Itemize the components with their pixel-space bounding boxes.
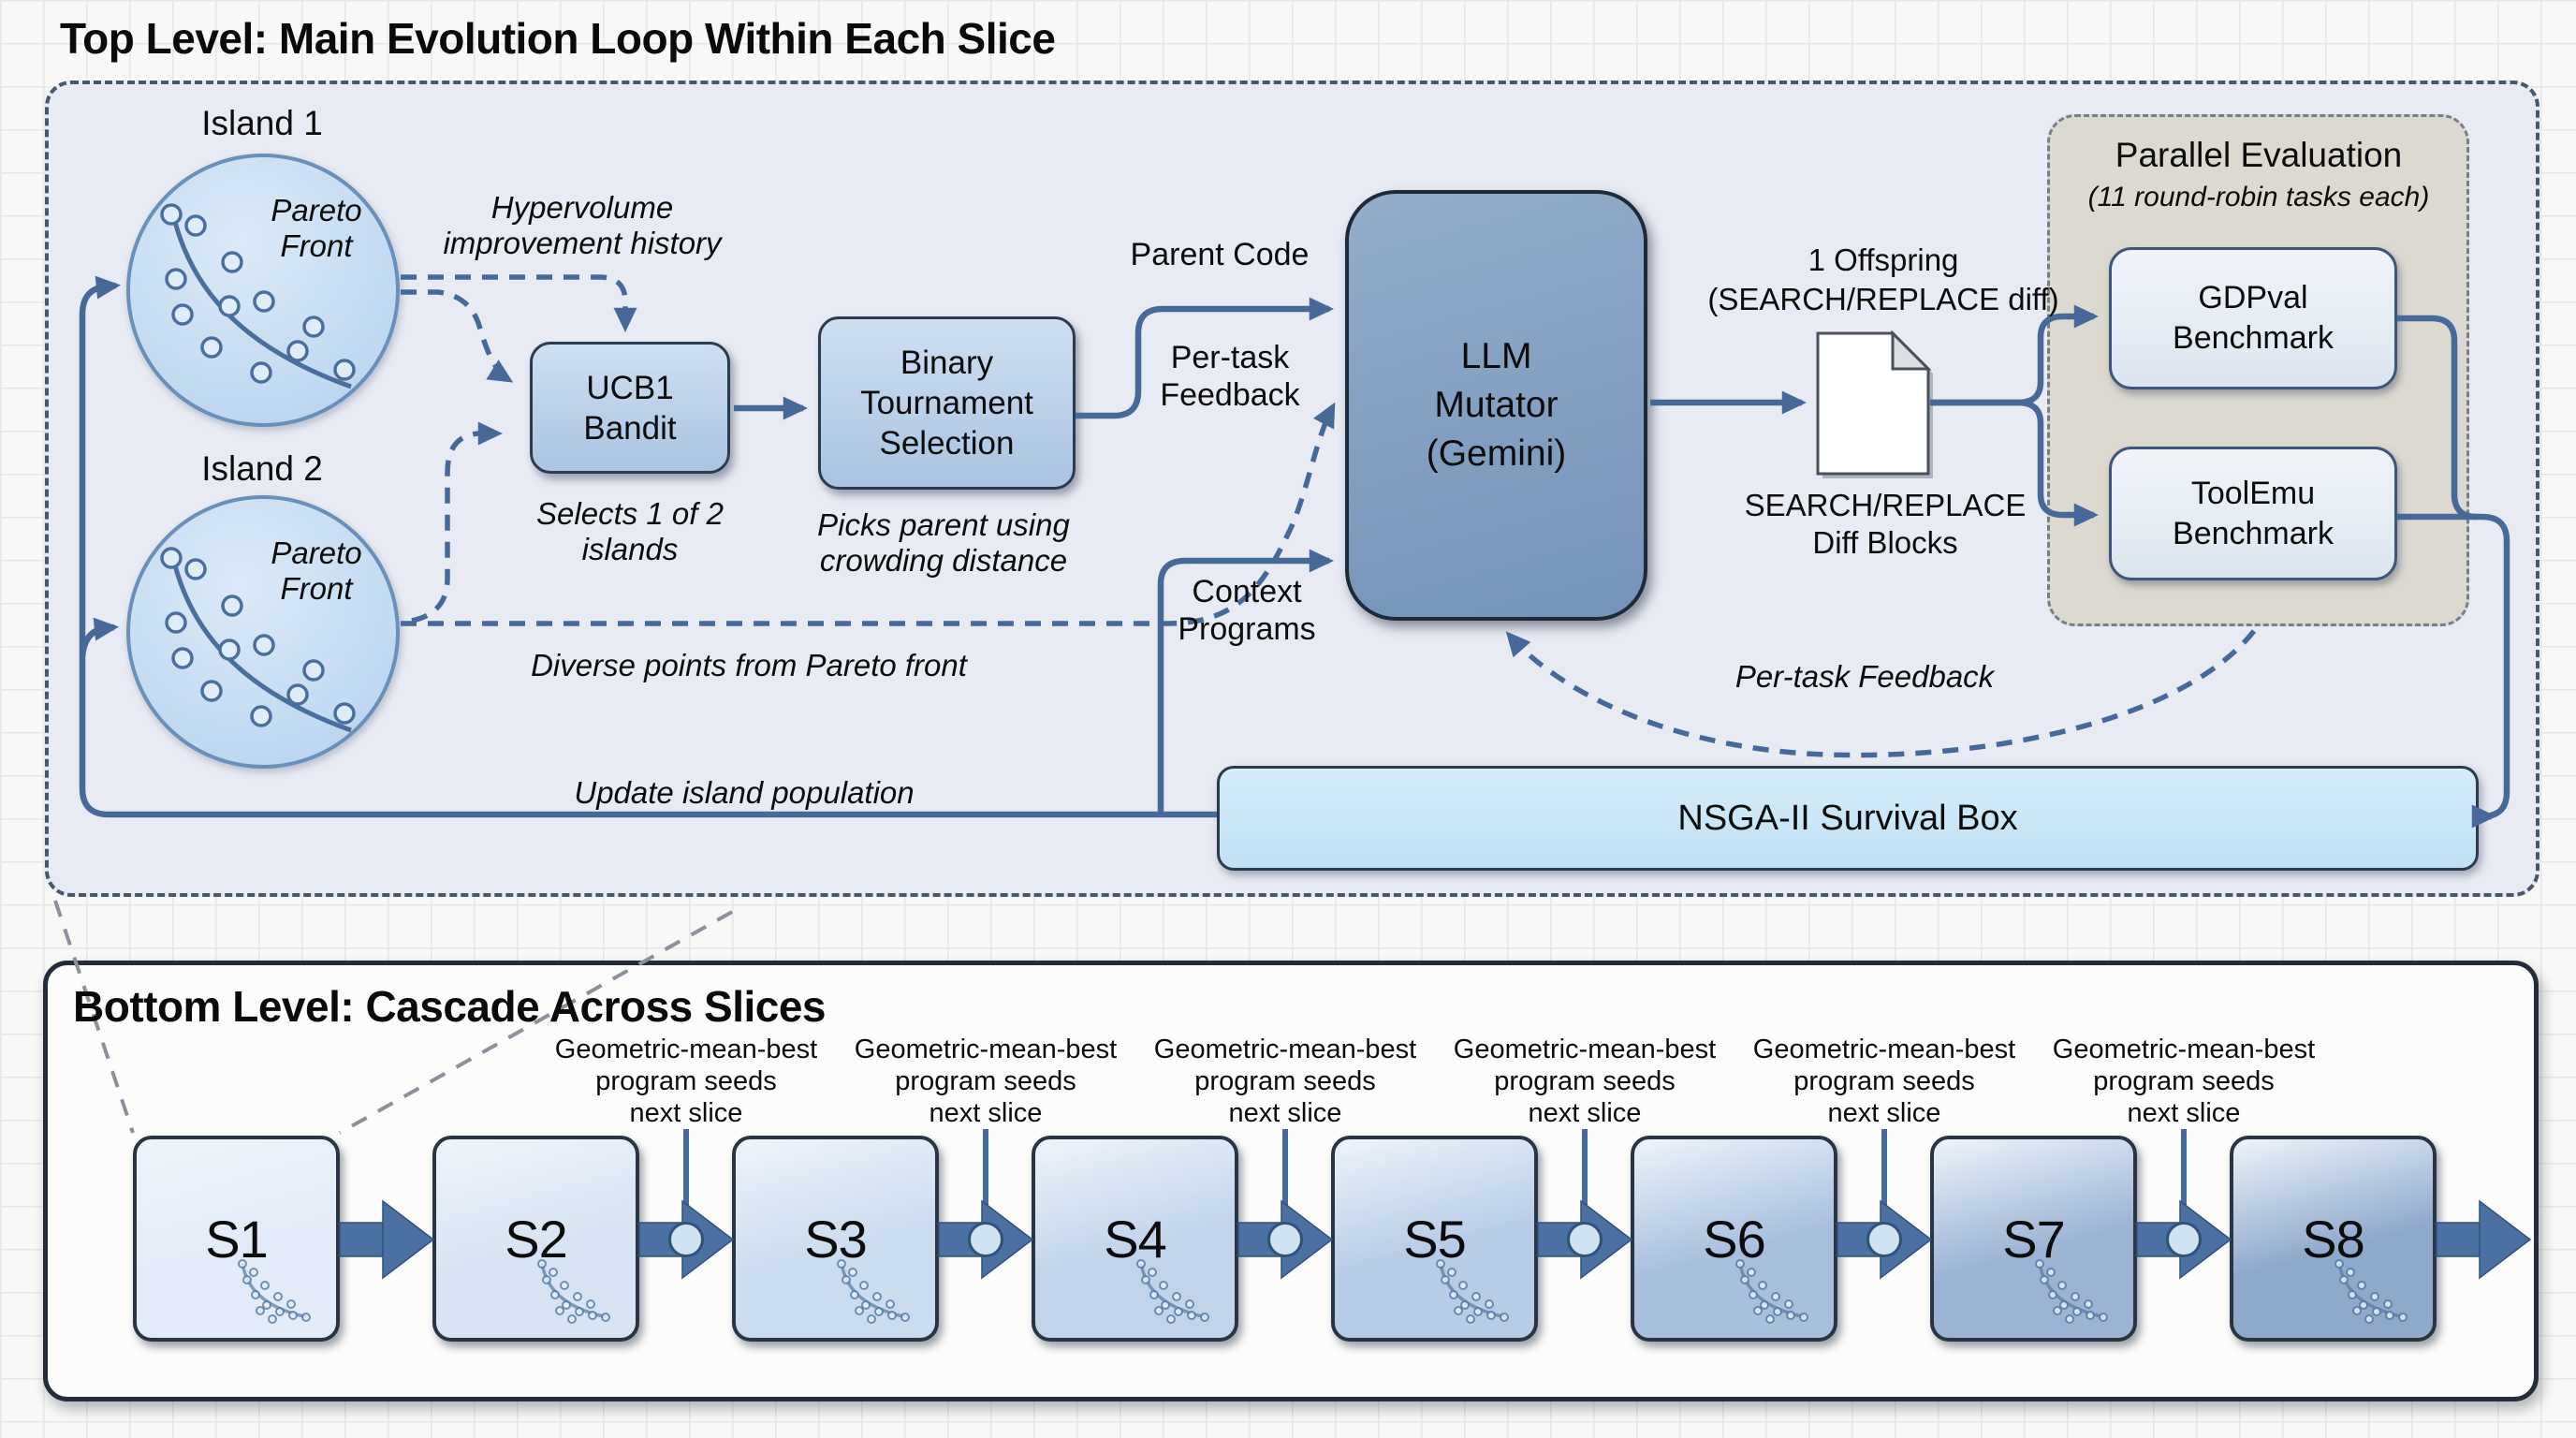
seed-label-line1: Geometric-mean-best [854,1034,1118,1064]
nsga-survival-box: NSGA-II Survival Box [1217,766,2479,871]
tournament-box: Binary Tournament Selection [818,316,1076,490]
seed-connector-line [1582,1129,1588,1225]
gdpval-line2: Benchmark [2173,320,2334,356]
slice-box-s4: S4 [1032,1136,1238,1342]
seed-label-line1: Geometric-mean-best [1752,1034,2016,1064]
top-level-title: Top Level: Main Evolution Loop Within Ea… [60,14,1056,63]
ucb1-line2: Bandit [583,409,677,447]
seed-label-line1: Geometric-mean-best [1153,1034,1417,1064]
offspring-label-line2: (SEARCH/REPLACE diff) [1707,282,2059,316]
toolemu-line2: Benchmark [2173,515,2334,551]
per-task-feedback-loop-label: Per-task Feedback [1734,659,1995,694]
diverse-points-label: Diverse points from Pareto front [531,648,967,682]
slice-label: S8 [2302,1209,2364,1269]
tournament-line3: Selection [879,425,1015,462]
nsga-label: NSGA-II Survival Box [1677,798,2018,838]
slice-label: S2 [505,1209,567,1269]
seed-label-line2: program seeds [895,1066,1076,1096]
llm-line2: Mutator [1434,385,1559,425]
seed-label-line3: next slice [629,1098,743,1128]
bottom-level-title: Bottom Level: Cascade Across Slices [73,982,827,1031]
per-task-feedback-in-label: Per-task Feedback [1160,340,1300,413]
seed-label-line3: next slice [1228,1098,1342,1128]
seed-label-line2: program seeds [595,1066,777,1096]
island-1-pareto-front-line1: Pareto [271,193,362,227]
seed-label-line3: next slice [1827,1098,1941,1128]
toolemu-line1: ToolEmu [2190,475,2316,511]
slice-label: S4 [1104,1209,1166,1269]
slice-box-s7: S7 [1930,1136,2137,1342]
tournament-line1: Binary [900,345,994,381]
island-2-label: Island 2 [201,449,323,488]
slice-box-s6: S6 [1631,1136,1837,1342]
island-2-pareto-front-line1: Pareto [271,536,362,570]
seed-connector-line [983,1129,988,1225]
slice-label: S6 [1703,1209,1765,1269]
slice-box-s3: S3 [732,1136,939,1342]
llm-line1: LLM [1460,336,1532,376]
slice-box-s5: S5 [1331,1136,1538,1342]
seed-connector-line [2181,1129,2187,1225]
toolemu-benchmark-box: ToolEmu Benchmark [2109,447,2397,580]
slice-box-s1: S1 [133,1136,340,1342]
llm-mutator-box: LLM Mutator (Gemini) [1345,190,1647,621]
ucb1-bandit-box: UCB1 Bandit [530,342,730,474]
tournament-caption: Picks parent using crowding distance [817,507,1070,578]
diff-blocks-label-line1: SEARCH/REPLACE [1744,488,2027,522]
seed-label-line2: program seeds [1194,1066,1376,1096]
slice-box-s8: S8 [2230,1136,2437,1342]
gdpval-line1: GDPval [2198,280,2308,315]
seed-connector-line [683,1129,689,1225]
seed-label-line2: program seeds [2093,1066,2275,1096]
parallel-evaluation-subtitle: (11 round-robin tasks each) [2087,182,2430,213]
seed-label-line2: program seeds [1793,1066,1975,1096]
island-1-pareto-front-line2: Front [280,228,353,263]
seed-label-line3: next slice [2127,1098,2241,1128]
seed-label-line1: Geometric-mean-best [1453,1034,1717,1064]
slice-box-s2: S2 [432,1136,639,1342]
seed-connector-line [1282,1129,1288,1225]
seed-label-line1: Geometric-mean-best [554,1034,818,1064]
gdpval-benchmark-box: GDPval Benchmark [2109,247,2397,389]
tournament-line2: Tournament [860,385,1033,421]
seed-connector-line [1881,1129,1887,1225]
seed-label-line1: Geometric-mean-best [2052,1034,2316,1064]
ucb1-caption: Selects 1 of 2 islands [536,496,724,566]
slice-label: S7 [2002,1209,2065,1269]
update-island-label: Update island population [574,775,915,810]
seed-label-line3: next slice [1528,1098,1642,1128]
llm-line3: (Gemini) [1426,433,1567,474]
seed-label-line2: program seeds [1494,1066,1676,1096]
context-programs-label: Context Programs [1178,574,1316,647]
slice-label: S1 [205,1209,268,1269]
seed-label-line3: next slice [929,1098,1043,1128]
ucb1-line1: UCB1 [586,369,674,406]
slice-label: S3 [804,1209,867,1269]
offspring-label-line1: 1 Offspring [1808,242,1959,277]
parallel-evaluation-title: Parallel Evaluation [2115,136,2403,174]
diff-blocks-label-line2: Diff Blocks [1812,525,1958,560]
slice-label: S5 [1403,1209,1466,1269]
island-1-label: Island 1 [201,104,323,142]
hypervolume-annotation: Hypervolume improvement history [443,190,722,260]
parent-code-label: Parent Code [1130,237,1310,272]
island-2-pareto-front-line2: Front [280,571,353,606]
